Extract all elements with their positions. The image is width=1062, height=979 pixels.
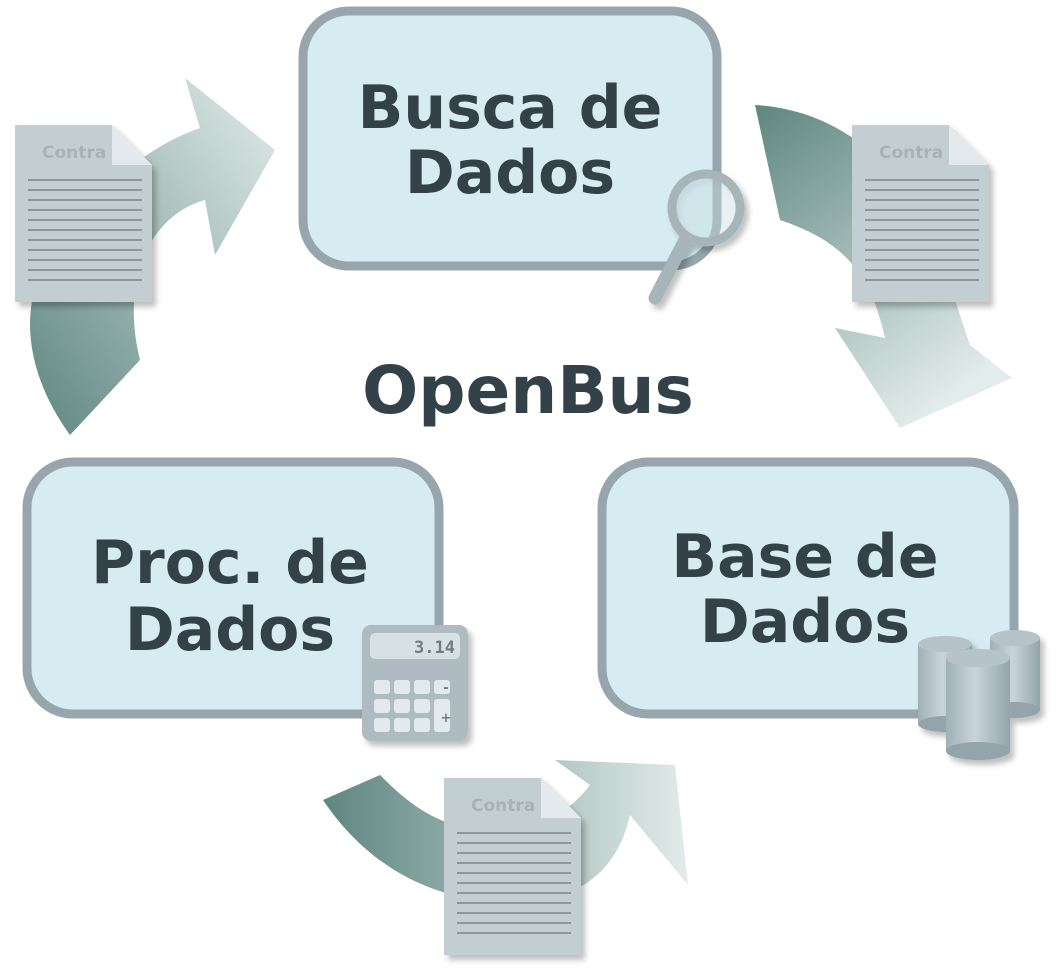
calculator-key: [414, 680, 430, 694]
box-title-line2: Dados: [125, 595, 335, 665]
calculator-key: [394, 718, 410, 732]
calculator-display: 3.14: [414, 638, 455, 658]
document-label: Contra: [471, 796, 535, 816]
calculator-key: [434, 699, 450, 732]
document-icon-top-right: Contra: [852, 125, 989, 302]
calculator-plus-key: +: [441, 711, 452, 726]
calculator-key: [434, 680, 450, 694]
cycle-arrow-top-left: [30, 78, 275, 435]
box-title-line2: Dados: [700, 587, 910, 657]
calculator-key: [374, 718, 390, 732]
box-busca-de-dados: Busca de Dados: [298, 6, 722, 271]
box-title-line1: Proc. de: [91, 528, 369, 598]
box-title-line1: Base de: [671, 522, 938, 592]
document-icon-top-left: Contra: [15, 125, 152, 302]
box-title-line1: Busca de: [358, 73, 663, 143]
document-label: Contra: [879, 143, 943, 163]
calculator-key: [374, 680, 390, 694]
box-proc-de-dados: Proc. de Dados: [22, 457, 444, 719]
document-icon-bottom: Contra: [444, 778, 581, 955]
document-label: Contra: [42, 143, 106, 163]
calculator-icon: 3.14 - +: [362, 625, 468, 741]
calculator-key: [414, 718, 430, 732]
calculator-key: [394, 680, 410, 694]
database-icon: [918, 630, 1040, 760]
calculator-keypad: [374, 680, 450, 732]
box-title-line2: Dados: [405, 138, 615, 208]
calculator-key: [414, 699, 430, 713]
calculator-key: [374, 699, 390, 713]
magnifier-icon: [648, 169, 745, 305]
calculator-minus-key: -: [443, 681, 448, 696]
center-title: OpenBus: [362, 352, 694, 429]
box-base-de-dados: Base de Dados: [597, 457, 1019, 719]
calculator-key: [394, 699, 410, 713]
